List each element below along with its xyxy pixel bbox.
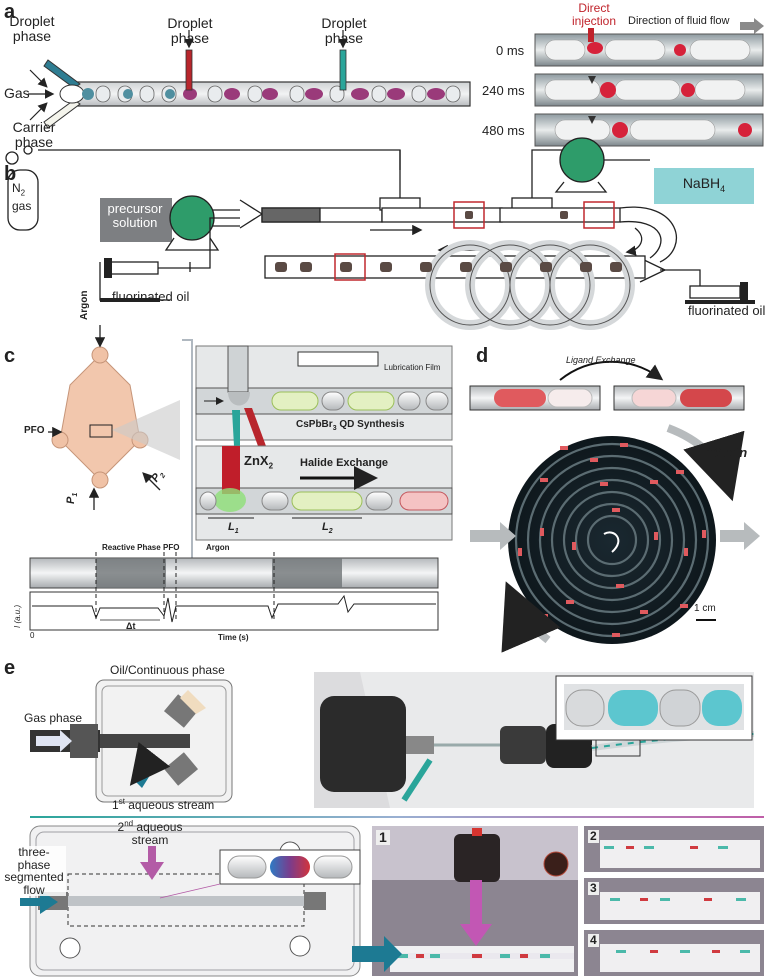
first-aq-number: 1 <box>112 798 119 812</box>
three-phase-flow-label: three-phase segmented flow <box>2 846 66 897</box>
first-aq-tail: aqueous stream <box>124 798 215 812</box>
droplet-phase-label-3: Droplet phase <box>321 15 367 46</box>
panel-c-trace <box>29 552 439 631</box>
n2-label: N2 <box>12 182 25 198</box>
n2-subscript: 2 <box>20 188 26 198</box>
panel-d-ligand-tubes <box>469 360 745 411</box>
panel-e-photo <box>314 672 755 808</box>
panel-d-label: d <box>476 345 489 367</box>
second-aq-tail: aqueous stream <box>131 820 183 847</box>
fluorinated-oil-right-label: fluorinated oil <box>688 303 766 318</box>
argon-region-label: Argon <box>206 543 230 552</box>
scale-bar-label: 1 cm <box>694 603 716 614</box>
pfo-inlet-label: PFO <box>24 425 45 436</box>
panel-b-coils <box>425 240 635 330</box>
time-label-0: 0 ms <box>496 43 525 58</box>
panel-c-schematic-halide <box>195 445 453 541</box>
inset-label-4: 4 <box>588 933 599 947</box>
second-aq-sup: nd <box>124 819 134 828</box>
second-aq-number: 2 <box>117 820 125 834</box>
time-label-2: 480 ms <box>482 123 525 138</box>
panel-b-droplets <box>275 211 622 272</box>
inset-label-3: 3 <box>588 881 599 895</box>
time-16min-label: 16 min <box>706 445 748 460</box>
time-label-1: 240 ms <box>482 83 525 98</box>
l2-label: L2 <box>322 521 333 536</box>
panel-b-highlight-boxes <box>334 201 615 281</box>
znx-text: ZnX <box>244 453 269 468</box>
pfo-region-label: PFO <box>163 543 180 552</box>
synthesis-tail: QD Synthesis <box>336 419 405 430</box>
lubrication-film-label: Lubrication Film <box>384 363 441 372</box>
delta-t-label: Δt <box>126 621 136 631</box>
direct-injection-label: Direct injection <box>571 1 617 28</box>
p1-text: P <box>65 496 77 504</box>
second-aqueous-label: 2nd aqueous stream <box>100 819 200 847</box>
inset-label-2: 2 <box>588 829 599 843</box>
panel-d-spiral <box>470 424 760 653</box>
panel-a-micrographs <box>534 18 764 147</box>
oil-continuous-label: Oil/Continuous phase <box>110 663 225 677</box>
panel-c-label: c <box>4 345 16 367</box>
panel-a-label: a <box>4 1 16 23</box>
droplet-phase-label-1: Droplet phase <box>9 13 55 44</box>
first-aq-sup: st <box>118 797 125 806</box>
l1-label: L1 <box>228 521 239 536</box>
znx2-label: ZnX2 <box>244 454 273 471</box>
panel-e-label: e <box>4 657 16 679</box>
ligand-exchange-label: Ligand Exchange <box>566 355 636 365</box>
first-aqueous-label: 1st aqueous stream <box>112 797 215 812</box>
p1-subscript: 1 <box>72 492 80 497</box>
panel-e-top-chip <box>30 679 233 803</box>
nabh4-label: NaBH4 <box>654 176 754 194</box>
panel-b-label: b <box>4 163 17 185</box>
carrier-phase-label: Carrier phase <box>12 119 56 150</box>
synthesis-text: CsPbBr <box>296 419 333 430</box>
nabh4-box <box>654 168 754 204</box>
fluorinated-oil-left-label: fluorinated oil <box>112 289 190 304</box>
panel-c-schematic-synthesis <box>195 345 453 446</box>
time-zero-label: 0 <box>30 631 35 640</box>
reactive-phase-label: Reactive Phase <box>102 543 161 552</box>
znx-subscript: 2 <box>268 461 274 471</box>
halide-exchange-label: Halide Exchange <box>300 457 389 469</box>
droplet-phase-label-2: Droplet phase <box>167 15 213 46</box>
precursor-label: precursor solution <box>107 201 163 230</box>
p1-label: P1 <box>65 492 80 504</box>
nabh4-text: NaBH <box>682 175 721 191</box>
n2-gas-label: gas <box>12 199 32 213</box>
flow-direction-label: Direction of fluid flow <box>628 15 730 27</box>
panel-e-photo-1 <box>352 826 578 976</box>
l1-text: L <box>228 521 235 533</box>
panel-c-chip <box>48 325 193 561</box>
time-axis-label: Time (s) <box>218 633 249 642</box>
synthesis-subscript: 3 <box>332 425 337 432</box>
l2-text: L <box>322 521 329 533</box>
gas-label: Gas <box>4 85 30 101</box>
synthesis-label: CsPbBr3 QD Synthesis <box>296 419 405 432</box>
l2-subscript: 2 <box>328 528 333 536</box>
panel-e-bottom-chip <box>20 825 361 977</box>
n2-text: N <box>12 181 21 195</box>
nabh4-subscript: 4 <box>720 183 726 194</box>
panel-a-channel <box>28 30 471 129</box>
panel-e-divider <box>30 816 764 818</box>
argon-inlet-label: Argon <box>79 290 90 320</box>
panel-e-photos-2-4 <box>584 826 764 976</box>
l1-subscript: 1 <box>234 528 239 536</box>
inset-label-1: 1 <box>376 830 390 845</box>
intensity-axis-label: I (a.u.) <box>13 604 22 628</box>
gas-phase-label: Gas phase <box>24 711 83 725</box>
